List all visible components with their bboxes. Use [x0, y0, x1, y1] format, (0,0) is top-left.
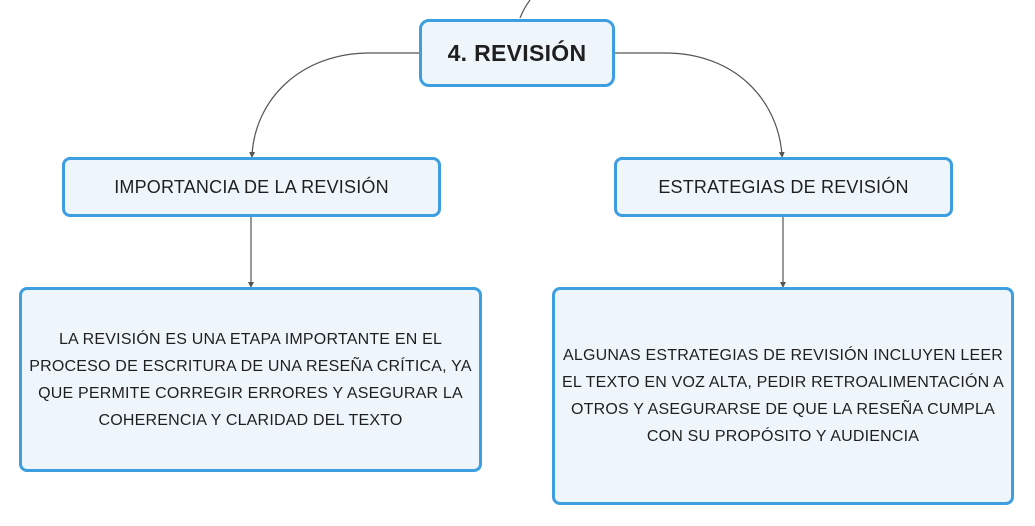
branch-node-label: IMPORTANCIA DE LA REVISIÓN	[114, 176, 389, 197]
connector-root-to-left-branch	[249, 52, 419, 158]
branch-node-strategies[interactable]: ESTRATEGIAS DE REVISIÓN	[614, 157, 953, 217]
branch-node-label: ESTRATEGIAS DE REVISIÓN	[658, 176, 909, 197]
connector-root-to-right-branch	[615, 52, 785, 158]
root-node[interactable]: 4. REVISIÓN	[419, 19, 615, 87]
root-node-label: 4. REVISIÓN	[447, 39, 587, 66]
detail-node-importance[interactable]: LA REVISIÓN ES UNA ETAPA IMPORTANTE EN E…	[19, 287, 482, 472]
connector-to-parent	[519, 0, 531, 19]
detail-node-strategies[interactable]: ALGUNAS ESTRATEGIAS DE REVISIÓN INCLUYEN…	[552, 287, 1014, 505]
detail-node-text: ALGUNAS ESTRATEGIAS DE REVISIÓN INCLUYEN…	[561, 347, 1005, 445]
detail-node-text: LA REVISIÓN ES UNA ETAPA IMPORTANTE EN E…	[29, 330, 472, 429]
branch-node-importance[interactable]: IMPORTANCIA DE LA REVISIÓN	[62, 157, 441, 217]
